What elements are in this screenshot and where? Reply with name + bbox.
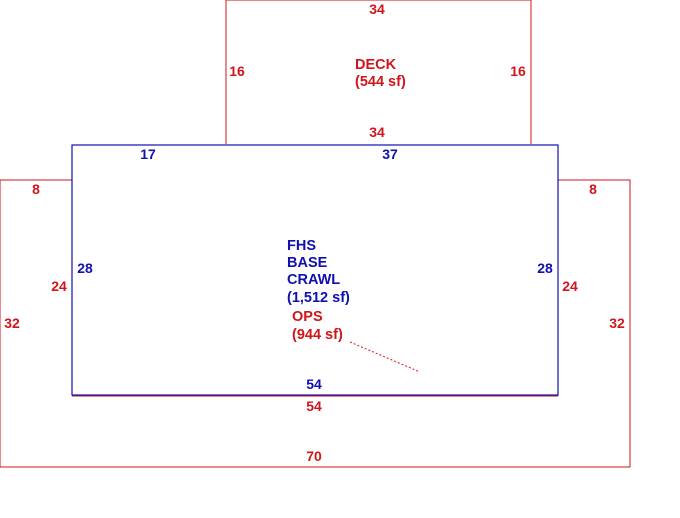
ops-dim-bottom: 70 [306,448,322,464]
base-dim-top-left: 17 [140,146,156,162]
ops-dim-left-inner: 24 [51,278,67,294]
ops-dim-right-inner: 24 [562,278,578,294]
base-dim-top-right: 37 [382,146,398,162]
deck-name: DECK [355,57,397,73]
ops-name: OPS [292,309,323,325]
ops-leader-line [349,341,421,373]
ops-dim-inner-bottom: 54 [306,398,322,414]
deck-outline [225,0,532,144]
base-label-line-2: BASE [287,255,328,271]
deck-dim-left: 16 [229,63,245,79]
ops-outline [0,179,631,468]
deck-dim-bottom: 34 [369,124,385,140]
base-dim-left: 28 [77,260,93,276]
deck-dim-top: 34 [369,1,385,17]
base-label-line-3: CRAWL [287,272,340,288]
ops-dim-top-right: 8 [589,181,597,197]
ops-area: (944 sf) [292,327,343,343]
base-dim-bottom: 54 [306,376,322,392]
base-label-line-1: FHS [287,238,316,254]
deck-dim-right: 16 [510,63,526,79]
base-outline [71,144,559,396]
ops-dim-top-left: 8 [32,181,40,197]
base-dim-right: 28 [537,260,553,276]
ops-dim-left-outer: 32 [4,315,20,331]
base-label-line-4: (1,512 sf) [287,290,350,306]
ops-dim-right-outer: 32 [609,315,625,331]
deck-area: (544 sf) [355,74,406,90]
